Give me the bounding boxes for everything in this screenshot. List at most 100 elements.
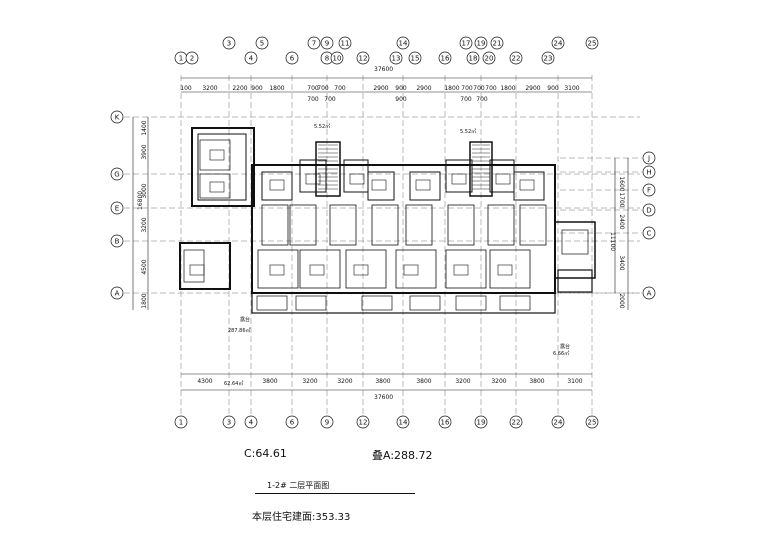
grid-bubble-bottom-label: 19 [477,419,486,427]
dimension-top-segment: 3200 [202,85,217,92]
grid-bubble-right-label: J [647,155,650,163]
living-room [395,249,437,289]
furniture-bed [519,179,535,191]
grid-bubble-right [642,165,656,179]
dimension-top-segment: 1800 [444,85,459,92]
grid-bubble-top-label: 17 [462,40,471,48]
grid-bubble-top-label: 14 [399,40,408,48]
grid-bubble-bottom-label: 4 [249,419,254,427]
balcony-label-right: 露台 [560,344,571,350]
dimension-bottom-segment: 3200 [491,378,506,385]
dimension-top-segment: 2900 [373,85,388,92]
grid-bubble-bottom [285,415,299,429]
room-middle [487,204,515,246]
grid-bubble-top [490,36,504,50]
dimension-left-segment: 1800 [141,293,148,308]
grid-bubble-left-label: B [115,238,120,246]
grid-bubble-bottom [244,415,258,429]
grid-bubble-top-label: 9 [325,40,329,48]
grid-bubble-right [642,183,656,197]
grid-bubble-bottom [356,415,370,429]
balcony-label-left: 露台 [240,317,251,323]
grid-bubble-top [285,51,299,65]
drawing-title: 1-2# 二层平面图 [267,481,330,490]
balcony-unit [295,295,327,311]
dimension-top-inner: 700 [476,96,488,103]
dimension-right-segment: 1600 [618,176,625,191]
grid-bubble-bottom [551,415,565,429]
grid-bubble-bottom-label: 24 [554,419,563,427]
grid-bubble-top [551,36,565,50]
dimension-top-segment: 700 [317,85,329,92]
dimension-bottom-segment: 3800 [416,378,431,385]
grid-bubble-right [642,151,656,165]
grid-bubble-bottom-label: 14 [399,419,408,427]
furniture-bed [269,264,285,276]
dimension-bottom-segment: 3200 [337,378,352,385]
grid-bubble-top-label: 10 [333,55,342,63]
grid-bubble-right [642,286,656,300]
grid-bubble-top-label: 15 [411,55,420,63]
living-room [345,249,387,289]
dimension-left-segment: 3900 [141,144,148,159]
stair-area-note-1: 5.52㎡ [314,124,331,130]
dimension-top-inner: 700 [460,96,472,103]
living-room [299,249,341,289]
grid-bubble-left-label: A [115,290,120,298]
furniture-bed [371,179,387,191]
dimension-top-segment: 1800 [269,85,284,92]
unit-2-room-b [367,171,395,201]
balcony-unit [409,295,441,311]
grid-bubble-left [110,167,124,181]
furniture-bed [353,264,369,276]
furniture-bed [403,264,419,276]
tower-inner [197,133,247,201]
area-c-label: C:64.61 [244,447,287,460]
stair-core-2 [469,141,493,197]
dimension-left-segment: 4500 [141,259,148,274]
grid-bubble-top [356,51,370,65]
room-middle [519,204,547,246]
grid-bubble-top-label: 1 [179,55,183,63]
dimension-left-segment: 3200 [141,217,148,232]
grid-bubble-top-label: 6 [290,55,295,63]
grid-bubble-top-label: 24 [554,40,563,48]
overall-dimension-bottom: 37600 [374,394,394,401]
floor-area-total: 本层住宅建面:353.33 [252,512,351,523]
furniture-bed [189,264,205,276]
grid-bubble-top-label: 3 [227,40,231,48]
grid-bubble-bottom [396,415,410,429]
grid-bubble-right-label: A [647,290,652,298]
left-lower-block [179,242,231,290]
furniture-bed [209,149,225,161]
grid-bubble-top-label: 22 [512,55,521,63]
grid-bubble-top-label: 7 [312,40,316,48]
grid-bubble-bottom [585,415,599,429]
unit-1-room [261,171,293,201]
room-middle [289,204,317,246]
balcony-area-right: 6.66㎡ [553,351,570,357]
grid-bubble-top [459,36,473,50]
dimension-top-segment: 100 [180,85,192,92]
balcony-strip [251,292,556,314]
building-walls [179,127,596,314]
balcony-area-left: 287.86㎡ [228,328,251,334]
grid-bubble-right [642,226,656,240]
grid-bubble-top-label: 16 [441,55,450,63]
grid-bubble-top [541,51,555,65]
dimension-top-segment: 700 [307,85,319,92]
furniture-bed [309,264,325,276]
dimension-right-segment: 1700 [618,192,625,207]
dimension-top-segment: 700 [485,85,497,92]
room-middle [261,204,289,246]
grid-bubble-top-label: 11 [341,40,350,48]
overall-dimension-right: 11100 [609,232,616,252]
dimension-bottom-segment: 3200 [455,378,470,385]
grid-bubble-top [466,51,480,65]
grid-bubble-bottom [474,415,488,429]
grid-bubble-bottom-label: 1 [179,419,183,427]
furniture-bed [209,181,225,193]
dimension-right-segment: 3400 [618,255,625,270]
grid-bubble-top-label: 4 [249,55,254,63]
